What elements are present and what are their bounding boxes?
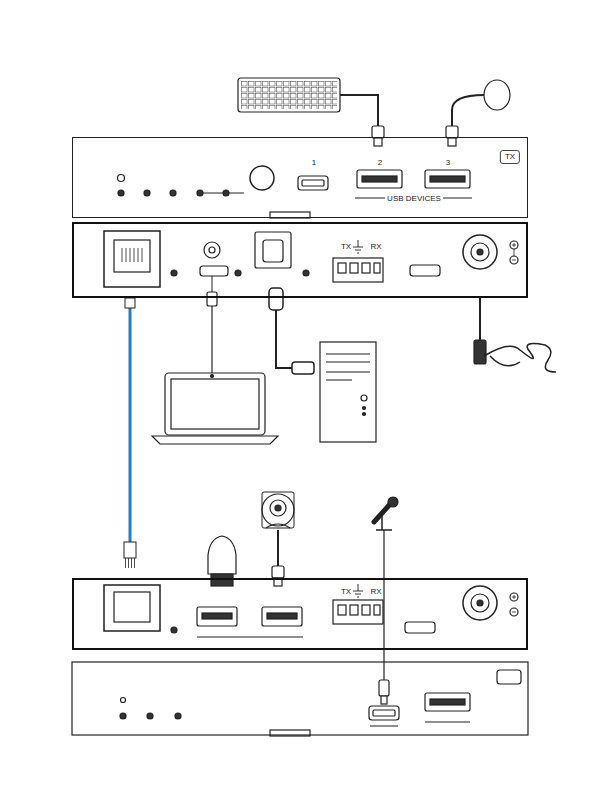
port-label: 3 [446, 159, 450, 167]
knob [250, 166, 274, 190]
dc-power-jack [463, 235, 497, 269]
tx-rear-panel: TX RX [72, 222, 528, 298]
unit-badge: TX [500, 150, 520, 164]
keyboard [238, 78, 340, 112]
port-label: TX [341, 243, 351, 251]
port-label: RX [370, 243, 381, 251]
terminal-block [333, 258, 383, 282]
mouse [484, 80, 510, 110]
network-cable [124, 298, 136, 568]
rj45-port [104, 231, 160, 287]
usb-stick [208, 536, 236, 574]
pc-tower [320, 342, 376, 442]
rx-rear-panel: TX RX [72, 578, 528, 650]
port-label: 1 [312, 159, 316, 167]
port-label: USB DEVICES [385, 195, 443, 203]
rx-front-panel [72, 662, 528, 735]
power-adapter [474, 340, 486, 364]
usb-b-port [255, 232, 291, 268]
power-symbol [118, 175, 125, 182]
tx-front-panel: 1 2 3USB DEVICES TX [72, 137, 528, 218]
port-label: TX [341, 588, 351, 596]
webcam [262, 494, 294, 526]
laptop [165, 373, 265, 435]
ground-symbol [353, 240, 363, 253]
port-label: RX [370, 588, 381, 596]
port-label: 2 [378, 159, 382, 167]
